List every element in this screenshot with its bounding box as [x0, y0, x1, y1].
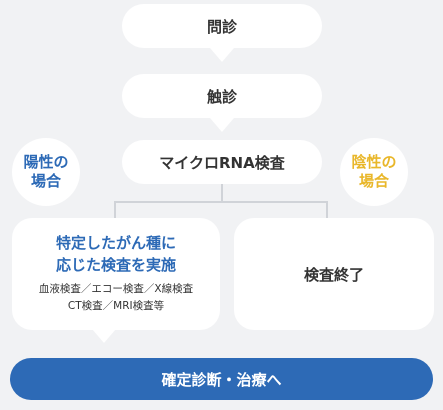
negative-end-card: 検査終了 [234, 218, 434, 330]
step-microrna-test-label: マイクロRNA検査 [159, 153, 285, 172]
branch-connector-vertical [221, 184, 223, 202]
step-microrna-test: マイクロRNA検査 [122, 140, 322, 184]
negative-result-badge: 陰性の 場合 [340, 138, 408, 206]
positive-card-details: 血液検査／エコー検査／X線検査 CT検査／MRI検査等 [39, 281, 193, 315]
positive-result-line2: 場合 [30, 172, 61, 190]
step-interview-label: 問診 [206, 17, 237, 36]
final-diagnosis-bar: 確定診断・治療へ [10, 358, 433, 400]
arrow-down-icon [210, 48, 234, 62]
branch-connector-left [114, 201, 116, 219]
step-palpation-label: 触診 [206, 87, 237, 106]
branch-connector-right [326, 201, 328, 219]
positive-card-details-line2: CT検査／MRI検査等 [67, 299, 165, 312]
positive-card-details-line1: 血液検査／エコー検査／X線検査 [38, 282, 194, 295]
positive-result-badge: 陽性の 場合 [12, 138, 80, 206]
arrow-down-icon [210, 118, 234, 132]
branch-connector-horizontal [114, 201, 328, 203]
negative-card-label: 検査終了 [303, 265, 364, 284]
positive-result-line1: 陽性の [23, 153, 69, 172]
final-diagnosis-label: 確定診断・治療へ [161, 370, 282, 389]
positive-card-title: 特定したがん種に 応じた検査を実施 [56, 233, 176, 277]
negative-result-line1: 陰性の [351, 153, 397, 172]
positive-followup-card: 特定したがん種に 応じた検査を実施 血液検査／エコー検査／X線検査 CT検査／M… [12, 218, 220, 330]
step-palpation: 触診 [122, 74, 322, 118]
positive-card-title-line2: 応じた検査を実施 [55, 256, 176, 275]
negative-result-line2: 場合 [358, 172, 389, 190]
positive-card-title-line1: 特定したがん種に [55, 234, 176, 253]
step-interview: 問診 [122, 4, 322, 48]
arrow-down-icon [92, 329, 116, 343]
